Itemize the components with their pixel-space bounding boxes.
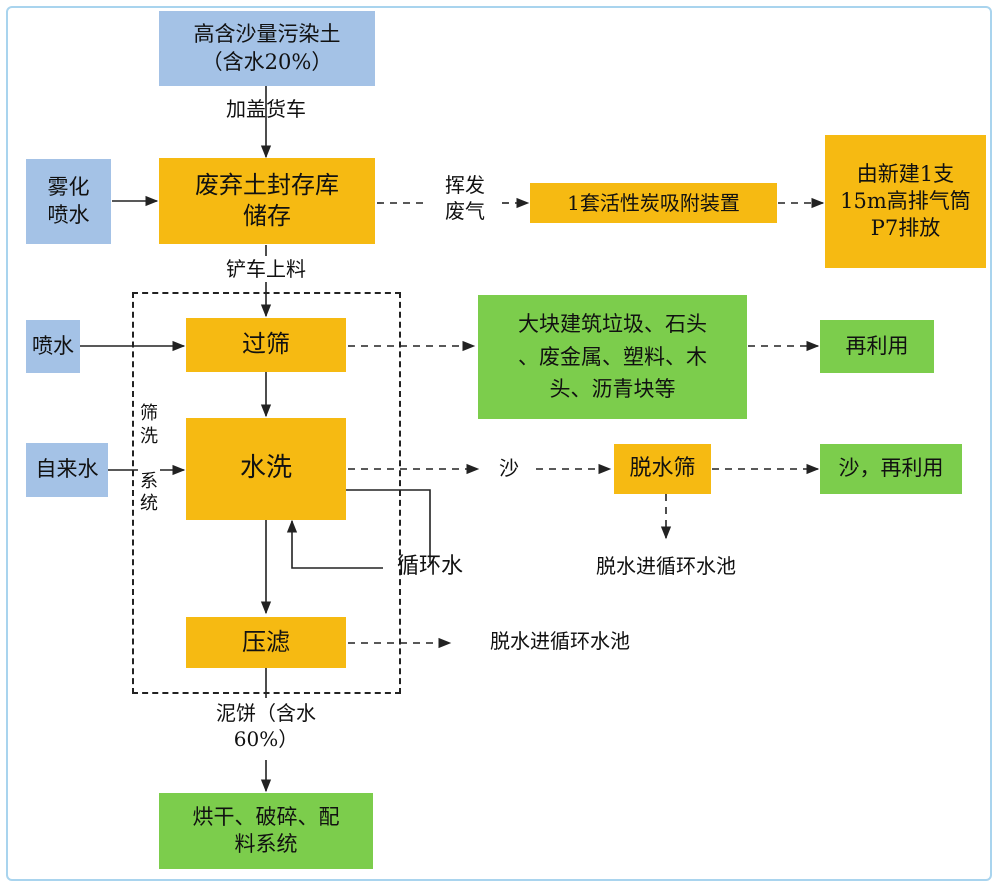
washing-node: 水洗 xyxy=(186,418,346,520)
screening-node: 过筛 xyxy=(186,318,346,372)
reuse-node: 再利用 xyxy=(820,320,934,373)
carbon-adsorption-node: 1套活性炭吸附装置 xyxy=(530,183,777,223)
filter-press-node: 压滤 xyxy=(186,617,346,668)
storage-node: 废弃土封存库 储存 xyxy=(159,158,375,244)
recycle-water-label: 循环水 xyxy=(396,554,463,579)
covered-truck-label: 加盖货车 xyxy=(226,97,306,121)
mudcake-label: 泥饼（含水 60%） xyxy=(186,700,346,752)
tap-water-node: 自来水 xyxy=(26,443,108,497)
exhaust-stack-node: 由新建1支 15m高排气筒 P7排放 xyxy=(825,135,986,268)
recycle-water-back xyxy=(286,519,383,569)
recycle-water-out xyxy=(346,489,431,563)
debris-node: 大块建筑垃圾、石头 、废金属、塑料、木 头、沥青块等 xyxy=(478,295,747,419)
shovel-loading-label: 铲车上料 xyxy=(204,256,328,282)
spray-water-node: 喷水 xyxy=(26,320,80,373)
volatile-gas-label: 挥发 废气 xyxy=(445,173,485,223)
diagram-frame xyxy=(6,6,992,881)
screen-wash-system-boundary xyxy=(132,292,401,694)
press-dewater-pool-label: 脱水进循环水池 xyxy=(490,629,630,653)
drying-crushing-node: 烘干、破碎、配 料系统 xyxy=(159,793,373,869)
dewater-pool-label: 脱水进循环水池 xyxy=(596,554,736,578)
contaminated-soil-node: 高含沙量污染土 （含水20%） xyxy=(159,11,375,86)
sand-label: 沙 xyxy=(499,456,519,480)
screen-wash-system-label: 筛 洗 系 统 xyxy=(138,403,160,516)
sand-reuse-node: 沙，再利用 xyxy=(820,444,962,494)
dewatering-screen-node: 脱水筛 xyxy=(614,444,711,494)
mist-spray-node: 雾化 喷水 xyxy=(26,159,111,244)
